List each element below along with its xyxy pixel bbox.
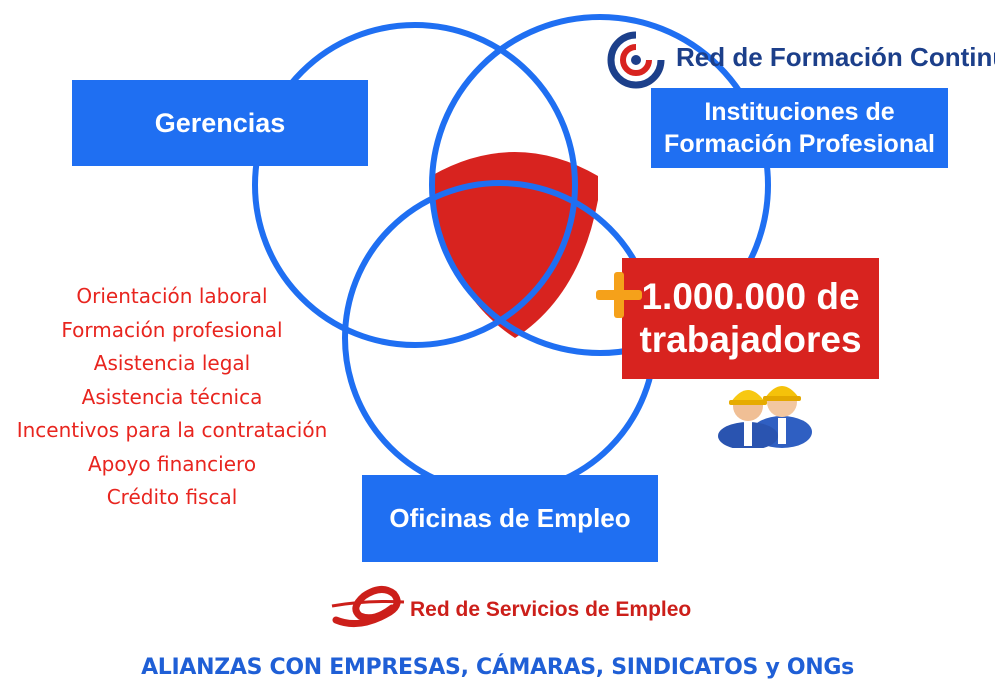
trabajadores-line1: 1.000.000 de (641, 275, 860, 317)
instituciones-label-line2: Formación Profesional (664, 130, 935, 158)
red-servicios-title: Red de Servicios de Empleo (410, 598, 692, 621)
service-item: Orientación laboral (76, 284, 268, 308)
red-servicios-logo: Red de Servicios de Empleo (330, 582, 730, 632)
oficinas-box: Oficinas de Empleo (362, 475, 658, 562)
services-list: Orientación laboral Formación profesiona… (2, 280, 342, 515)
oficinas-label: Oficinas de Empleo (389, 503, 631, 533)
red-formacion-title: Red de Formación Continua (676, 42, 995, 72)
gerencias-label: Gerencias (154, 107, 286, 138)
instituciones-label-line1: Instituciones de (704, 97, 895, 126)
rfc-logo-icon (607, 30, 666, 89)
service-item: Formación profesional (61, 317, 283, 342)
alliances-footer: ALIANZAS CON EMPRESAS, CÁMARAS, SINDICAT… (141, 655, 854, 680)
circle-top-left (252, 22, 578, 348)
service-item: Crédito fiscal (106, 485, 238, 509)
service-item: Asistencia técnica (81, 384, 263, 409)
workers-icon (718, 386, 812, 448)
trabajadores-box: 1.000.000 de trabajadores (622, 258, 879, 379)
instituciones-box: Instituciones de Formación Profesional (651, 88, 948, 168)
red-formacion-logo: Red de Formación Continua (604, 30, 995, 90)
service-item: Incentivos para la contratación (16, 418, 328, 442)
trabajadores-line2: trabajadores (639, 318, 862, 360)
rse-logo-icon (331, 586, 405, 628)
plus-icon (596, 272, 642, 318)
circle-top-right (429, 14, 771, 356)
service-item: Apoyo financiero (87, 451, 257, 476)
service-item: Asistencia legal (93, 351, 251, 375)
gerencias-box: Gerencias (72, 80, 368, 166)
